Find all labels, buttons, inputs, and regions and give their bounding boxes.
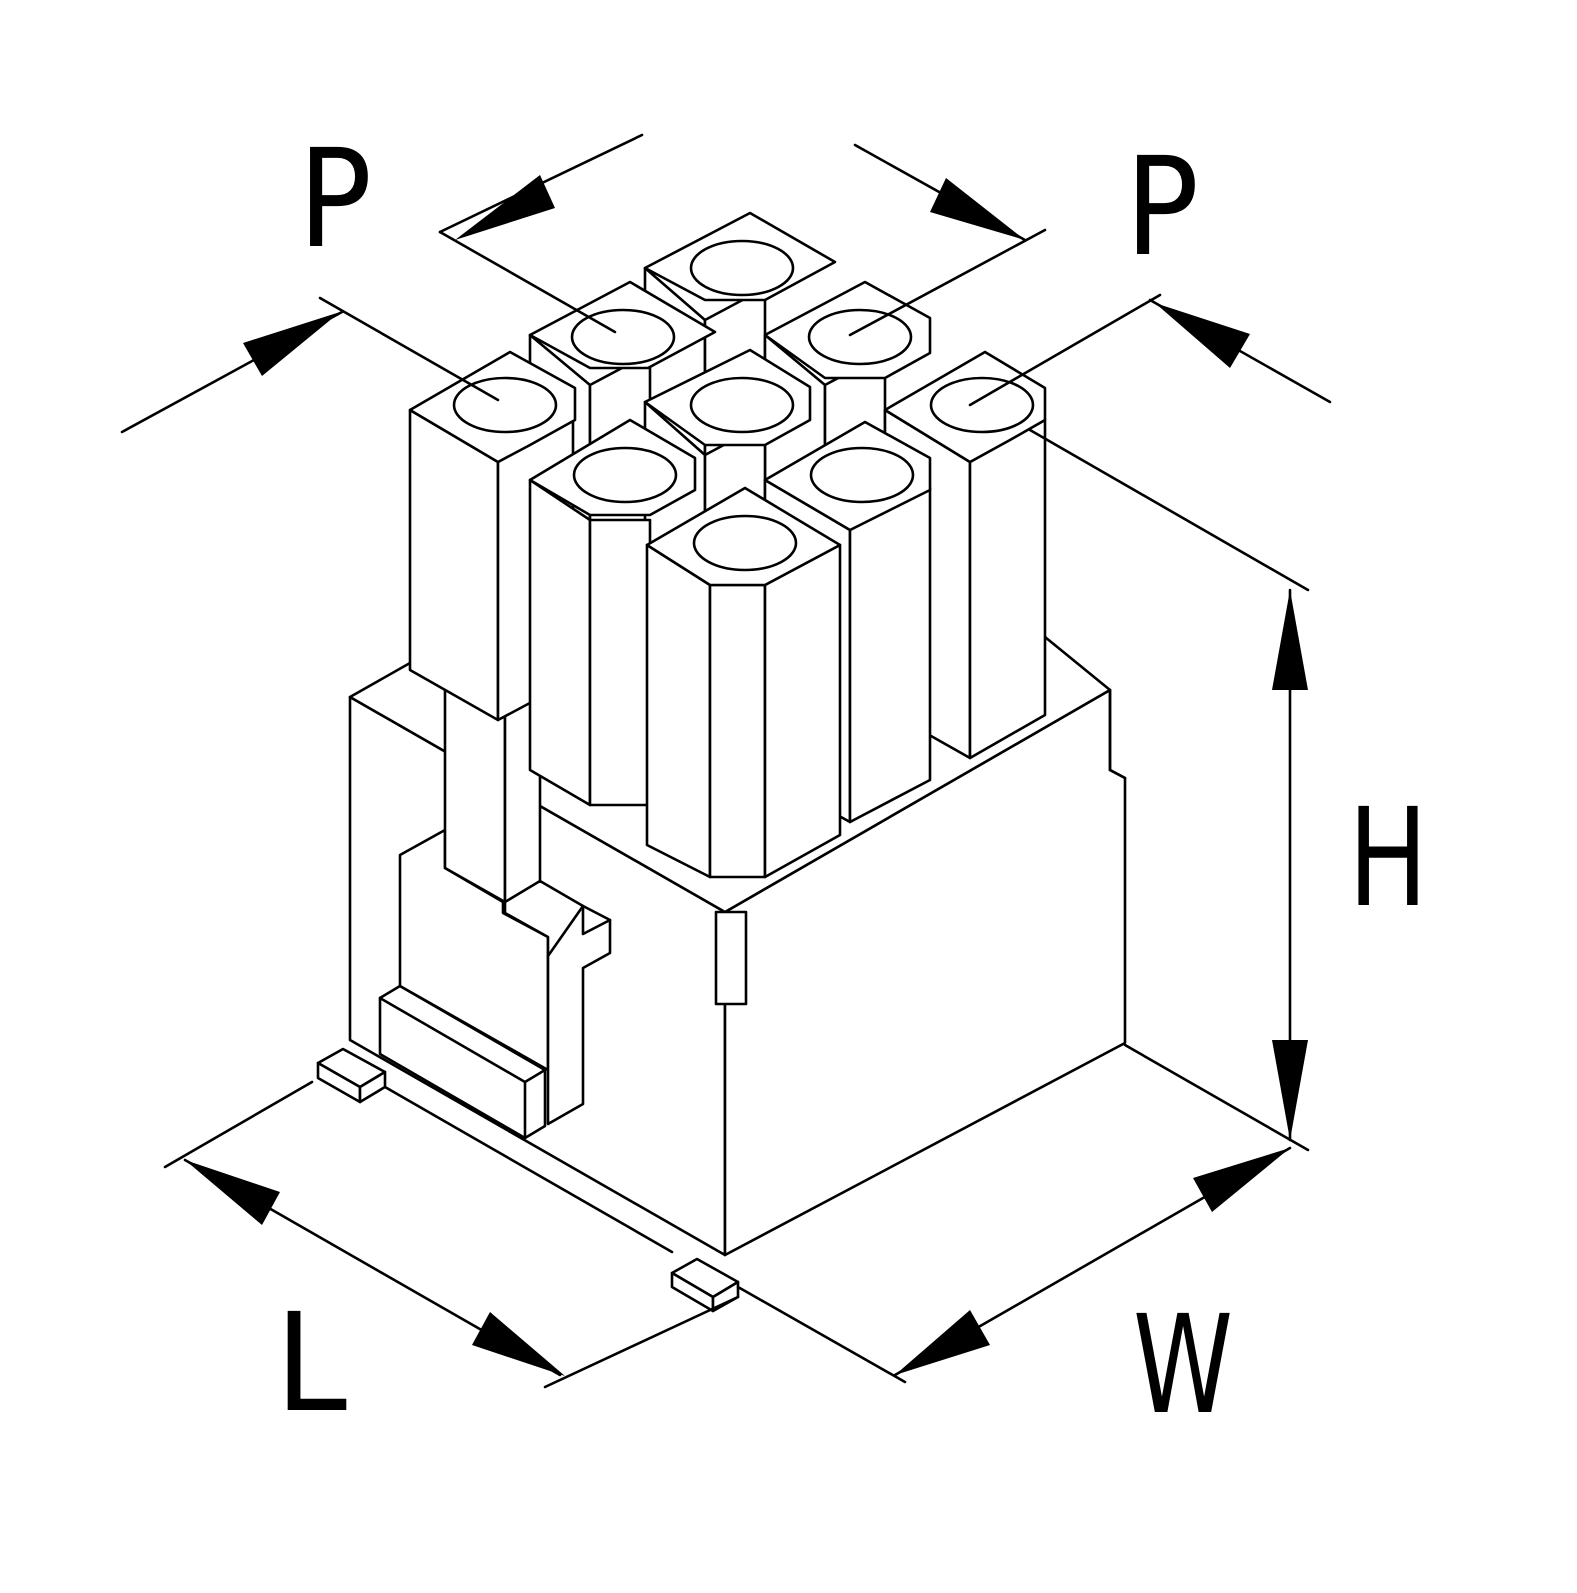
terminal-hole-2 <box>570 308 676 366</box>
dimension-lines <box>120 133 1332 1389</box>
terminal-hole-4 <box>689 376 795 434</box>
label-pitch-left: P <box>298 121 372 279</box>
tower-f-right-face <box>763 543 842 879</box>
arrow-length-right <box>472 1312 565 1376</box>
tower-f-left-face <box>645 543 712 879</box>
tower-fr-right-face <box>968 418 1047 760</box>
label-pitch-right: P <box>1125 129 1199 287</box>
arrow-pitch-right <box>1155 303 1250 368</box>
arrow-pitch-top-right <box>930 178 1025 240</box>
terminal-tower-front-mid-left <box>528 418 697 807</box>
arrow-width-right <box>1193 1148 1290 1212</box>
tower-fl-left-face <box>408 408 500 722</box>
terminal-tower-front <box>645 486 842 879</box>
dimension-labels: P P H L W <box>275 121 1428 1445</box>
latch-step-side <box>546 904 612 1126</box>
label-height: H <box>1348 780 1428 938</box>
arrow-length-left <box>185 1160 280 1225</box>
terminal-hole-3 <box>807 308 913 366</box>
latch <box>378 650 612 1140</box>
terminal-hole-1 <box>689 239 795 297</box>
terminal-hole-8 <box>809 446 915 504</box>
label-length: L <box>275 1285 347 1443</box>
label-width: W <box>1133 1287 1233 1445</box>
arrow-height-top <box>1272 590 1308 690</box>
arrow-pitch-left <box>243 312 340 376</box>
terminal-hole-6 <box>929 376 1035 434</box>
arrow-width-left <box>895 1310 990 1375</box>
terminal-hole-5 <box>452 376 558 434</box>
terminal-hole-7 <box>572 446 678 504</box>
arrow-height-bottom <box>1272 1040 1308 1140</box>
arrow-pitch-top-left <box>455 175 555 240</box>
terminal-hole-9 <box>692 514 798 572</box>
tower-f-mid-face <box>708 583 767 879</box>
housing-center-rib <box>714 910 748 1006</box>
